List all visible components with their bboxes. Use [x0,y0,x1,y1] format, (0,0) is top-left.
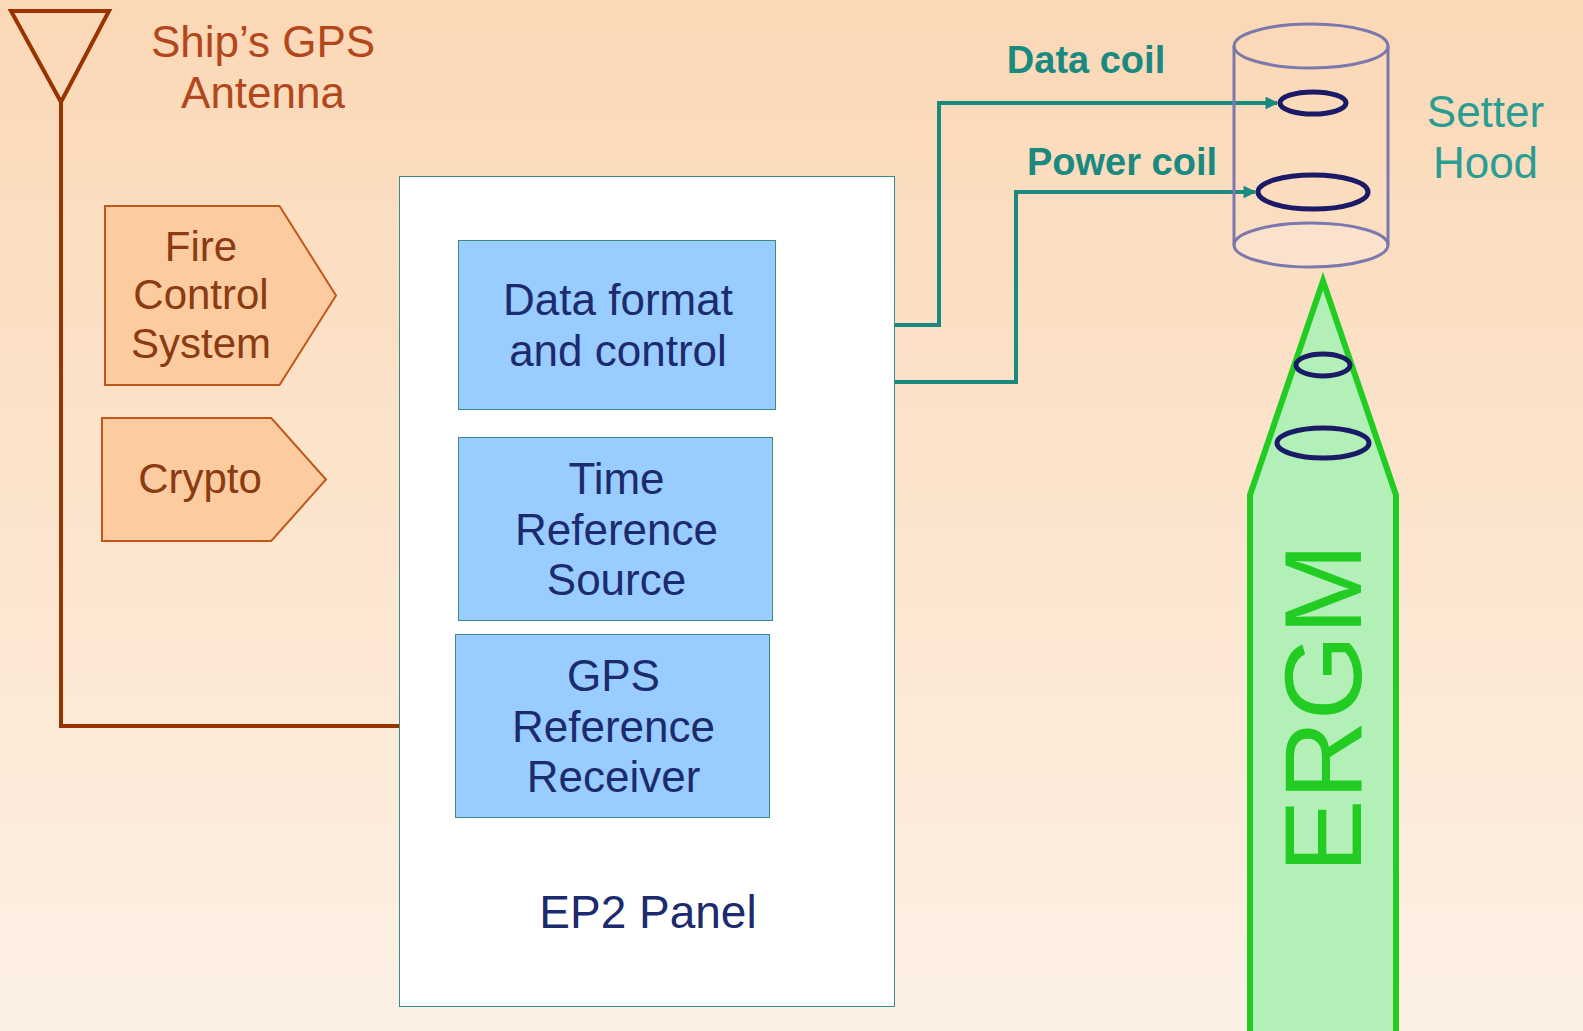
input-arrow [102,418,326,541]
projectile-coil [1296,354,1350,376]
power-coil [1258,175,1368,209]
process-box: Time Reference Source [458,437,773,621]
node-label: Setter Hood [1408,87,1563,188]
node-label: Ship’s GPS Antenna [138,17,388,118]
process-box: Data format and control [458,240,776,410]
node-label: Fire Control System [112,223,290,368]
input-arrow: Fire Control System [104,205,338,386]
setter-hood: Setter Hood [1228,18,1568,278]
text-holder: Fire Control System [112,213,290,378]
projectile-coil [1277,428,1369,458]
process-box: GPS Reference Receiver [455,634,770,818]
data-coil [1280,92,1346,114]
hood-cylinder [1234,24,1388,267]
node-label: Time Reference Source [471,454,762,606]
projectile-body [1250,281,1396,1031]
input-arrow: Crypto [101,417,328,542]
antenna-symbol [11,11,109,102]
text-holder: Data format and control [459,241,777,411]
connector-label: Data coil [1007,40,1165,82]
input-arrow [105,206,336,385]
panel-box: EP2 Panel Data format and controlTime Ref… [399,176,895,1007]
projectile: ERGM [1245,278,1401,1031]
node-label: GPS Reference Receiver [468,651,759,803]
text-holder: Setter Hood [1408,73,1563,203]
node-label: Crypto [138,455,262,503]
text-holder: GPS Reference Receiver [456,635,771,819]
node-label: ERGM [1268,543,1378,873]
connector-label: Power coil [1027,142,1217,184]
text-holder: EP2 Panel [400,867,896,957]
gps-antenna: Ship’s GPS Antenna [8,8,398,120]
text-holder: Time Reference Source [459,438,774,622]
text-holder: Ship’s GPS Antenna [138,16,388,120]
antenna-cable [61,120,453,726]
node-label: Data format and control [471,275,765,376]
text-holder: Crypto [109,425,291,534]
antenna-stem [59,102,63,120]
text-holder: ERGM [1245,538,1401,878]
node-label: EP2 Panel [539,886,756,939]
